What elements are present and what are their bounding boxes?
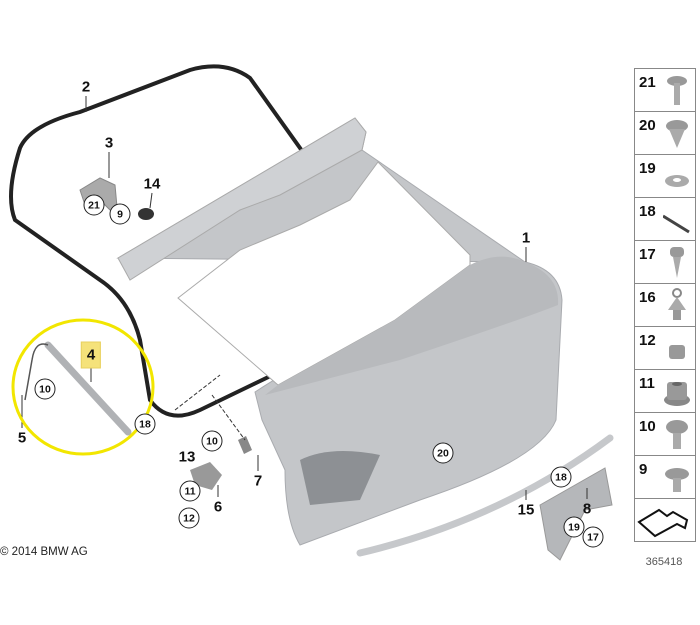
legend-number: 9 [639,461,648,478]
legend-number: 21 [639,74,656,91]
callout-part[interactable]: 5 [17,429,27,447]
collar-screw-icon [665,468,689,492]
circled-ref[interactable]: 18 [134,413,156,435]
callout-part[interactable]: 14 [143,175,161,193]
legend-item-11[interactable]: 11 [635,370,695,413]
circled-ref[interactable]: 11 [179,480,201,502]
circled-ref[interactable]: 17 [582,526,604,548]
legend-number: 20 [639,117,656,134]
circled-ref[interactable]: 21 [83,194,105,216]
gas-strut [44,341,132,436]
legend-number: 12 [639,332,656,349]
parts-legend: 21 20 19 18 17 16 12 11 10 9 [634,68,696,542]
legend-item-17[interactable]: 17 [635,241,695,284]
circled-ref[interactable]: 18 [550,466,572,488]
legend-number: 18 [639,203,656,220]
bracket-plate [539,467,613,561]
legend-item-21[interactable]: 21 [635,69,695,112]
nut-icon [669,345,685,359]
callout-part[interactable]: 6 [213,498,223,516]
callout-part[interactable]: 7 [253,472,263,490]
flange-nut-icon [664,382,690,406]
circled-ref[interactable]: 20 [432,442,454,464]
legend-item-12[interactable]: 12 [635,327,695,370]
legend-item-18[interactable]: 18 [635,198,695,241]
circled-ref[interactable]: 9 [109,203,131,225]
callout-part[interactable]: 1 [521,229,531,247]
screw-icon [670,247,684,278]
circled-ref[interactable]: 12 [178,507,200,529]
view-direction-item[interactable] [635,499,695,541]
ball-stud-icon [668,288,686,320]
bolt-washer-icon [667,76,687,105]
highlight-circle [11,318,155,456]
callout-part[interactable]: 13 [178,448,196,466]
legend-number: 11 [639,375,655,392]
legend-item-20[interactable]: 20 [635,112,695,155]
callout-part[interactable]: 15 [517,501,535,519]
circled-ref[interactable]: 10 [34,378,56,400]
pan-screw-icon [666,420,688,449]
callout-part[interactable]: 3 [104,134,114,152]
circled-ref[interactable]: 10 [201,430,223,452]
spoiler [356,434,614,557]
legend-number: 17 [639,246,656,263]
pin-icon [663,214,690,234]
legend-item-19[interactable]: 19 [635,155,695,198]
expanding-rivet-icon [666,120,688,148]
copyright: © 2014 BMW AG [0,546,88,558]
washer-icon [665,175,689,187]
legend-number: 16 [639,289,656,306]
legend-item-9[interactable]: 9 [635,456,695,499]
callout-part[interactable]: 8 [582,500,592,518]
legend-number: 10 [639,418,656,435]
legend-item-16[interactable]: 16 [635,284,695,327]
diagram-number: 365418 [645,556,683,568]
legend-number: 19 [639,160,656,177]
circled-ref[interactable]: 19 [563,516,585,538]
view-direction-arrow-icon [637,508,689,538]
callout-part[interactable]: 2 [81,78,91,96]
legend-item-10[interactable]: 10 [635,413,695,456]
callout-part-highlighted[interactable]: 4 [80,341,102,369]
